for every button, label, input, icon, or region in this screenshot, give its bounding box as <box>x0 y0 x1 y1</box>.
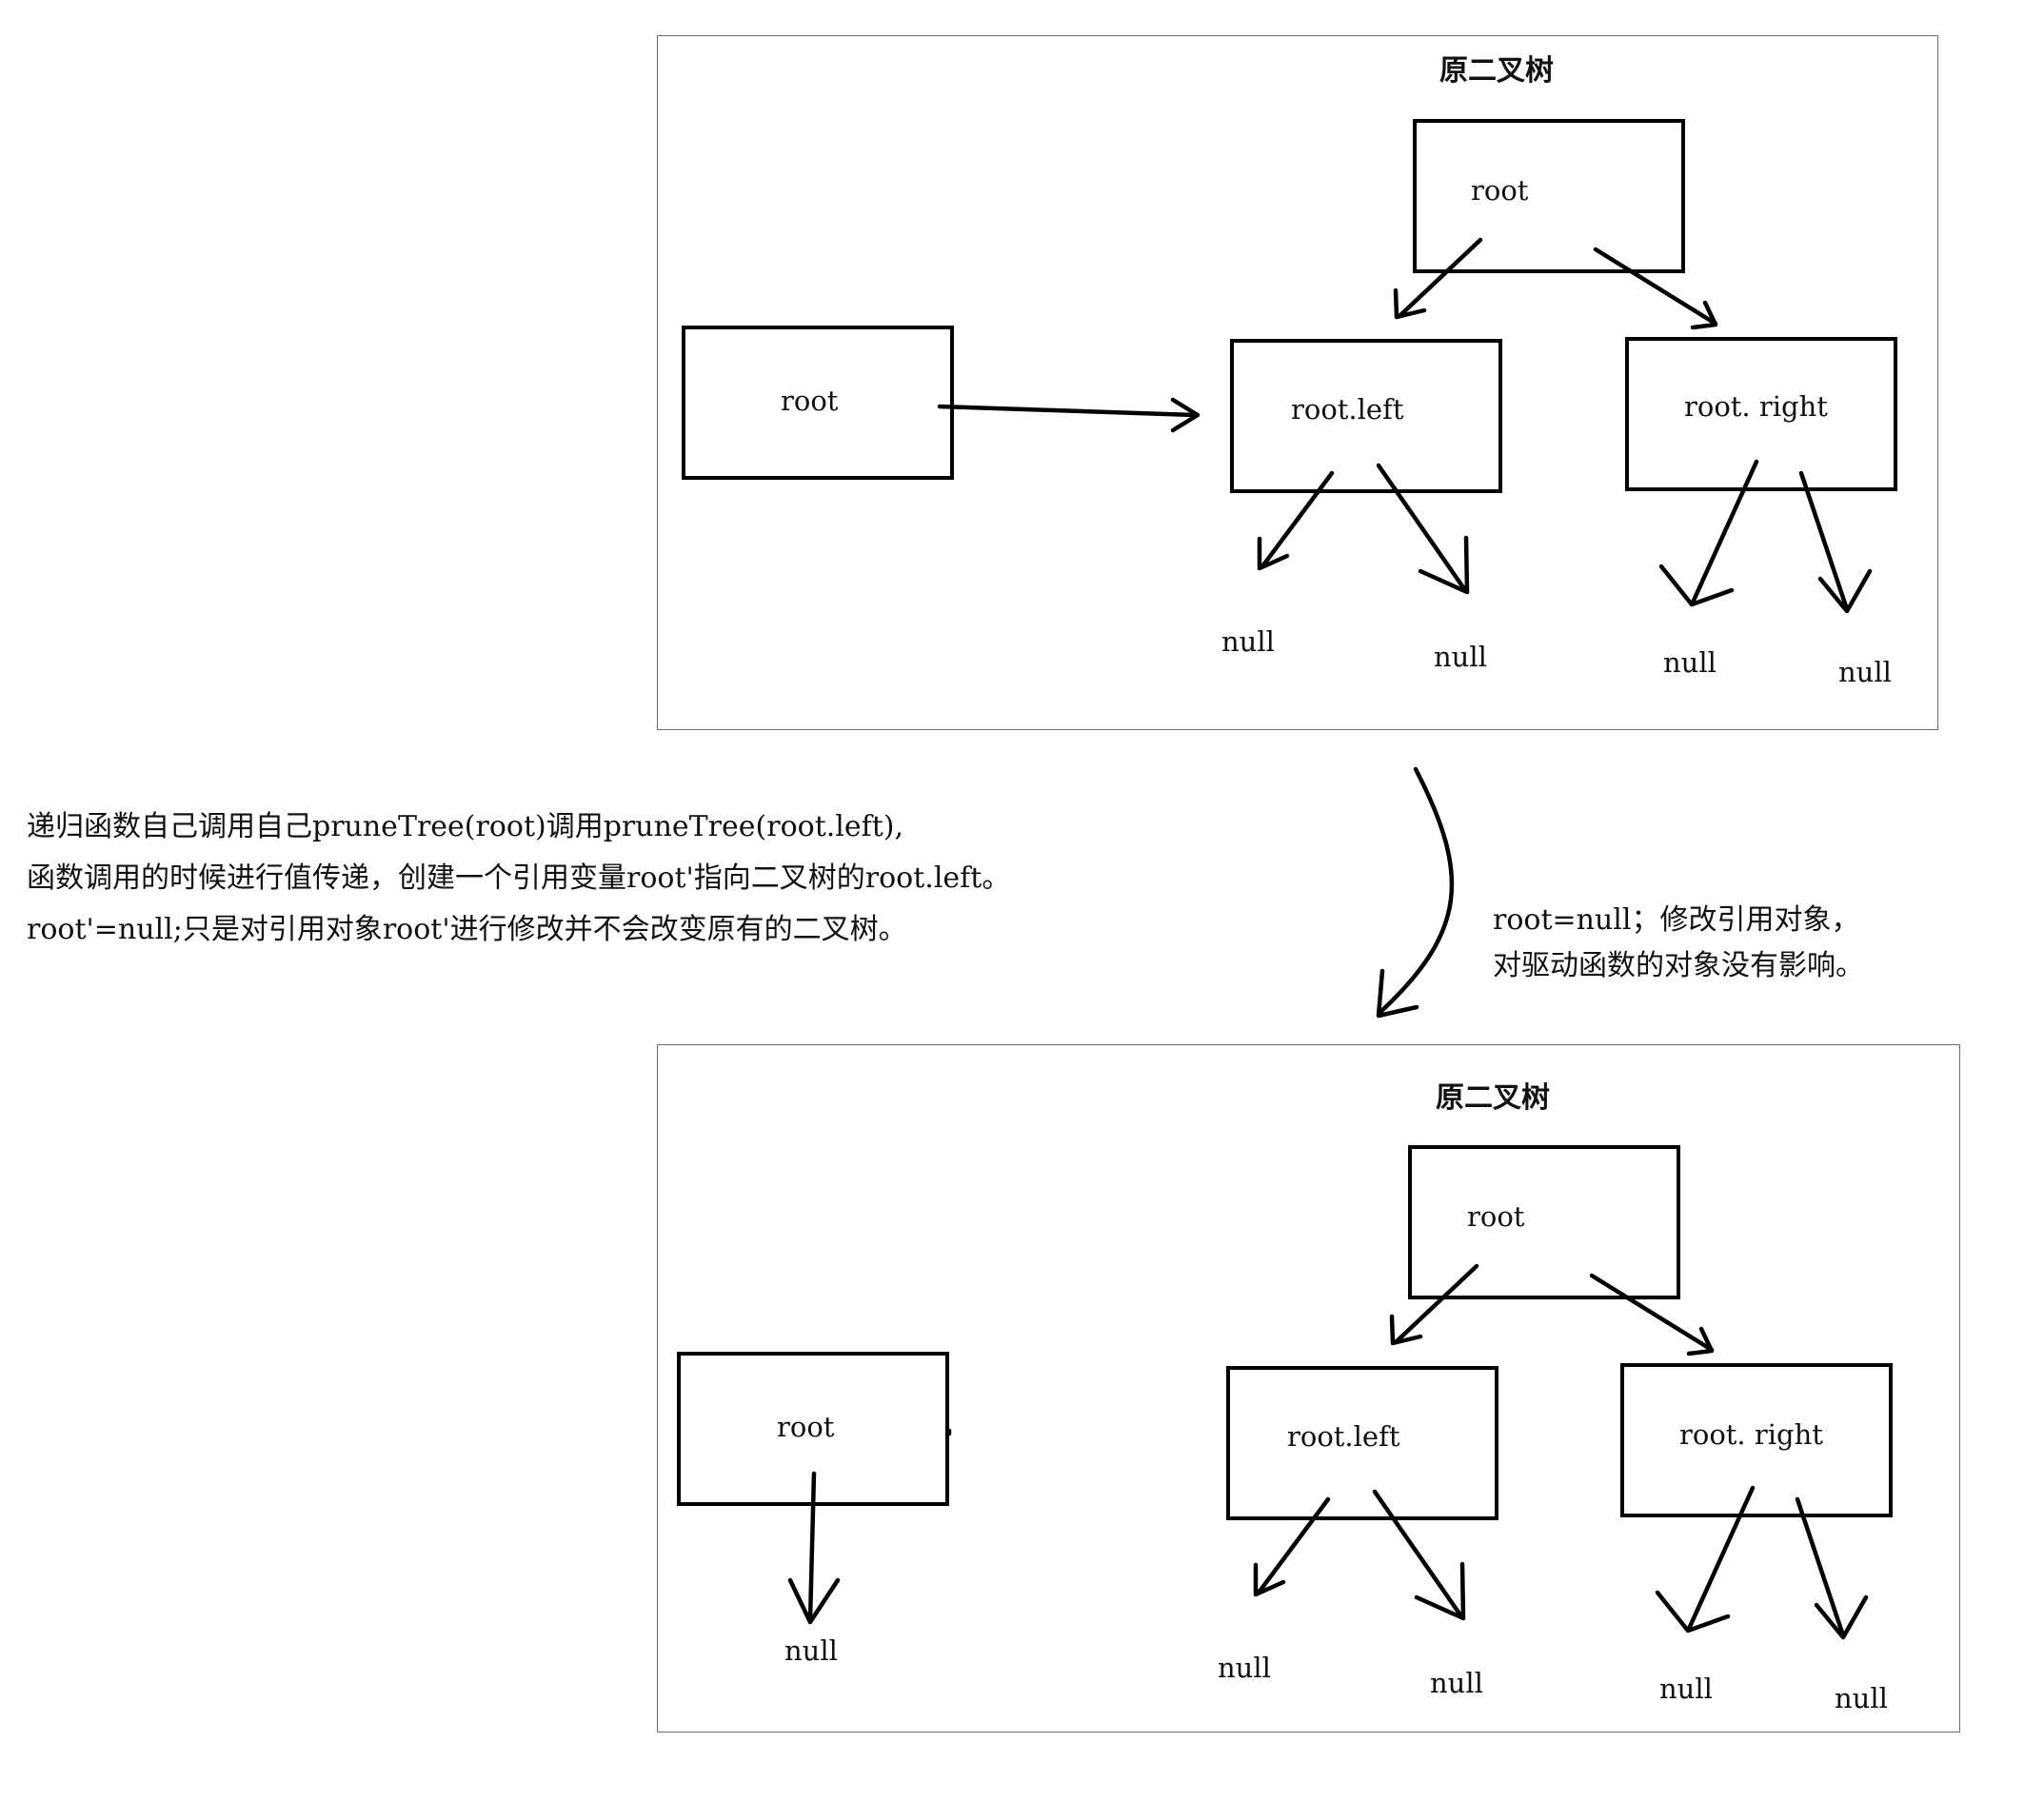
transition-note: root=null；修改引用对象， 对驱动函数的对象没有影响。 <box>1493 898 1864 989</box>
bottom-diagram-title: 原二叉树 <box>1436 1081 1550 1115</box>
bottom-arrow-left-to-null2 <box>1372 1489 1466 1621</box>
bottom-arrow-root-to-left <box>1389 1263 1479 1346</box>
bottom-arrow-right-to-null1 <box>1655 1485 1756 1634</box>
top-diagram-title: 原二叉树 <box>1439 54 1554 88</box>
top-tree-root-box <box>1413 119 1685 273</box>
bottom-arrow-right-to-null2 <box>1795 1496 1869 1640</box>
bottom-root-right-box <box>1620 1363 1893 1517</box>
transition-note-line-1: root=null；修改引用对象， <box>1493 903 1860 937</box>
top-root-right-box <box>1625 337 1897 491</box>
bottom-arrow-external-to-null <box>787 1471 841 1625</box>
bottom-root-right-label: root. right <box>1679 1418 1823 1451</box>
top-arrow-root-to-left <box>1393 237 1483 320</box>
explanation-text: 递归函数自己调用自己pruneTree(root)调用pruneTree(roo… <box>27 802 1010 956</box>
top-arrow-root-to-right <box>1593 247 1718 330</box>
top-null-left-right: null <box>1434 641 1487 673</box>
bottom-root-left-label: root.left <box>1287 1420 1400 1453</box>
bottom-tree-root-label: root <box>1467 1200 1525 1233</box>
top-arrow-right-to-null2 <box>1798 470 1873 614</box>
bottom-arrow-root-to-right <box>1589 1273 1715 1356</box>
explanation-line-3: root'=null;只是对引用对象root'进行修改并不会改变原有的二叉树。 <box>27 913 907 946</box>
bottom-null-right-left: null <box>1659 1673 1713 1705</box>
explanation-line-1: 递归函数自己调用自己pruneTree(root)调用pruneTree(roo… <box>27 810 904 843</box>
top-root-left-label: root.left <box>1291 393 1404 426</box>
bottom-root-left-box <box>1226 1366 1498 1520</box>
top-null-right-right: null <box>1838 656 1892 688</box>
top-external-root-box <box>682 326 954 480</box>
bottom-external-root-label: root <box>777 1411 835 1443</box>
top-null-right-left: null <box>1663 646 1717 679</box>
bottom-null-left-right: null <box>1430 1667 1483 1699</box>
top-arrow-right-to-null1 <box>1658 459 1759 607</box>
explanation-line-2: 函数调用的时候进行值传递，创建一个引用变量root'指向二叉树的root.lef… <box>27 861 1011 895</box>
top-arrow-external-to-left <box>937 397 1201 433</box>
bottom-null-right-right: null <box>1835 1682 1888 1714</box>
bottom-tree-root-box <box>1408 1145 1680 1299</box>
bottom-external-null: null <box>784 1634 838 1667</box>
bottom-null-left-left: null <box>1218 1652 1271 1684</box>
transition-arrow <box>1376 766 1455 1019</box>
top-external-root-label: root <box>781 385 839 417</box>
transition-note-line-2: 对驱动函数的对象没有影响。 <box>1493 949 1864 982</box>
top-root-left-box <box>1230 339 1502 493</box>
bottom-arrow-left-to-null1 <box>1253 1496 1331 1597</box>
top-null-left-left: null <box>1221 625 1275 658</box>
top-arrow-left-to-null2 <box>1376 463 1470 595</box>
top-tree-root-label: root <box>1471 174 1529 207</box>
top-root-right-label: root. right <box>1684 390 1828 423</box>
top-arrow-left-to-null1 <box>1257 470 1335 571</box>
